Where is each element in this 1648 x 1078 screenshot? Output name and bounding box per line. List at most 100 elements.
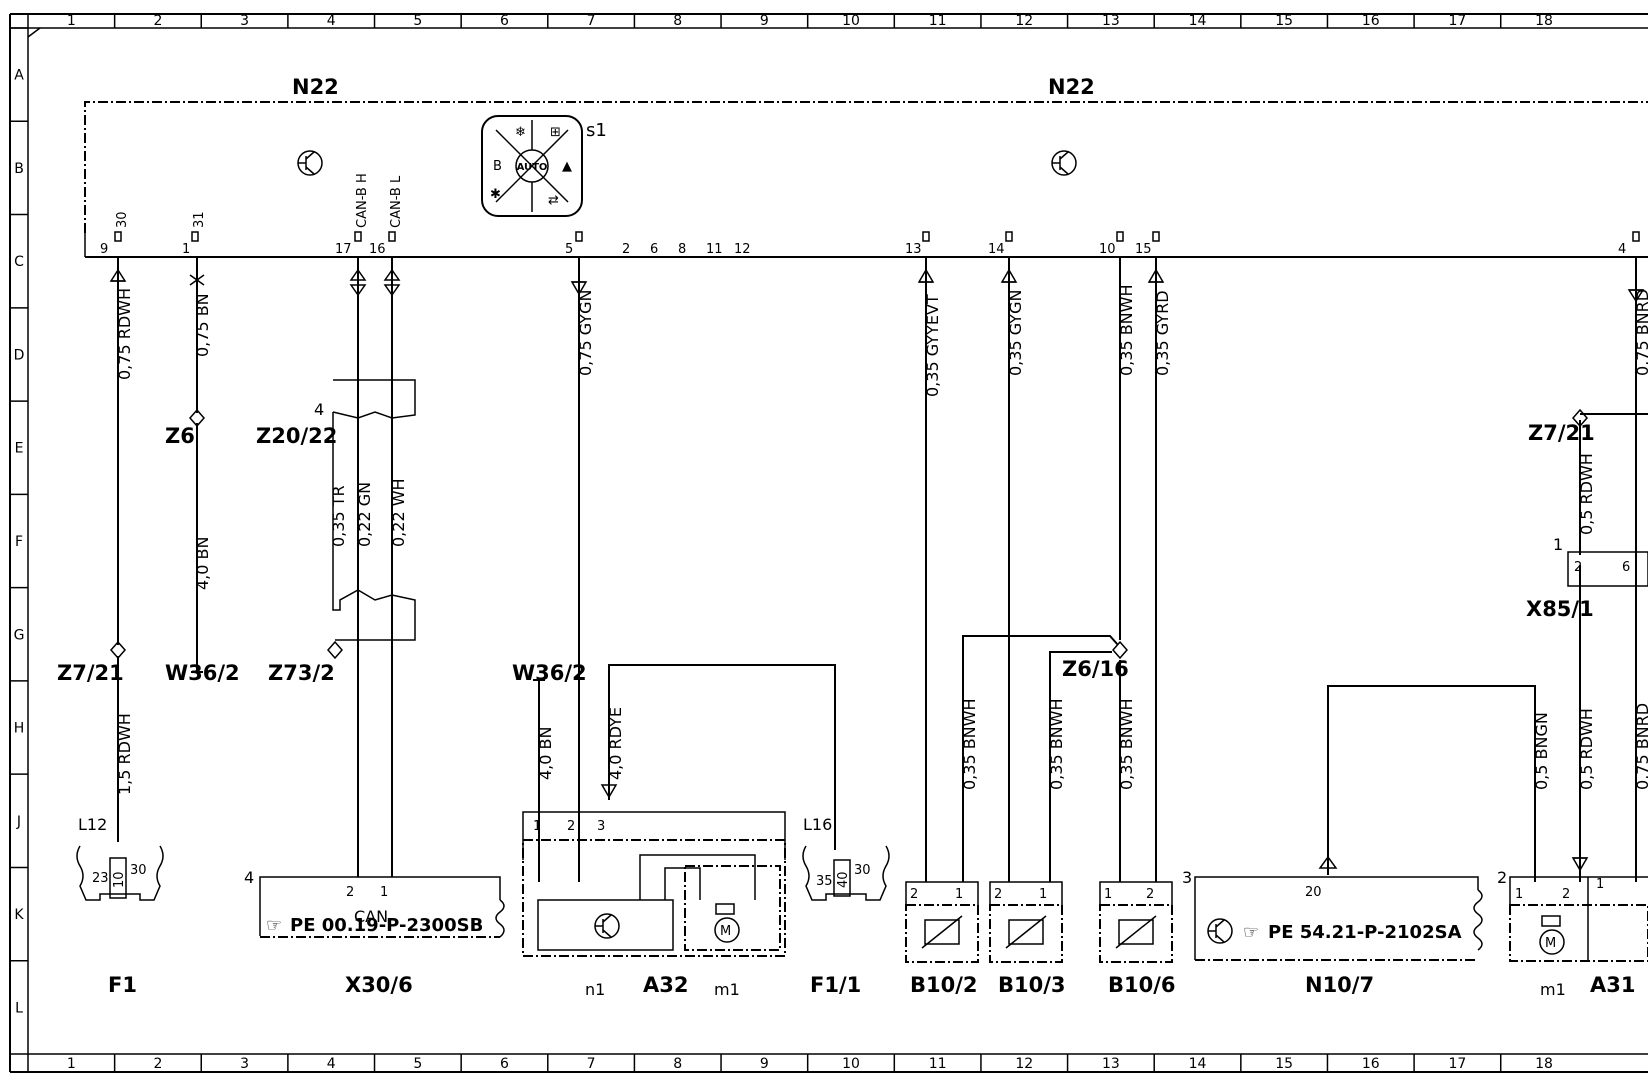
- transistor-icon: [594, 913, 620, 939]
- f1-1-pin-out: 30: [854, 863, 871, 878]
- n22-label-right: N22: [1048, 75, 1095, 99]
- grid-col-label: 5: [413, 1056, 422, 1072]
- pin-15: 15: [1135, 242, 1152, 257]
- grid-col-label: 15: [1275, 1056, 1293, 1072]
- f1-pin-out: 30: [130, 863, 147, 878]
- pin-term-31: 31: [192, 211, 207, 228]
- fan-up-icon: ▲: [562, 159, 572, 174]
- wire-label-a31-2: 0,5 RDWH: [1577, 708, 1596, 790]
- rear-defrost-icon: ⊞: [550, 125, 561, 140]
- pin-term-can-b-l: CAN-B L: [389, 175, 404, 228]
- pin-5: 5: [565, 242, 573, 257]
- pin-13: 13: [905, 242, 922, 257]
- grid-col-label: 13: [1102, 1056, 1120, 1072]
- n22-module: N22 N22 AUTO B ❄ ⊞: [84, 75, 1648, 258]
- grid-col-label: 15: [1275, 13, 1293, 29]
- f1-label: F1: [108, 973, 137, 997]
- wire-label-15: 0,35 GYRD: [1153, 290, 1172, 376]
- wires: [109, 257, 1648, 882]
- reference-hand-icon: ☞: [266, 915, 282, 936]
- pin-17: 17: [335, 242, 352, 257]
- x85-pin2: 2: [1574, 560, 1582, 575]
- grid-col-label: 18: [1535, 13, 1553, 29]
- wire-label-a32-3: 4,0 RDYE: [606, 707, 625, 780]
- b10-6-pin2: 2: [1146, 887, 1154, 902]
- wire-label-9: 0,75 RDWH: [115, 288, 134, 380]
- grid-row-label: B: [14, 161, 24, 177]
- node-z7-21: Z7/21: [57, 661, 124, 685]
- node-z20-22: Z20/22: [256, 424, 337, 448]
- b10-3-pin1: 1: [1039, 887, 1047, 902]
- wire-label-1: 0,75 BN: [193, 293, 212, 357]
- switch-b-label: B: [493, 159, 502, 174]
- component-f1: L12 10 23 30 F1: [76, 815, 164, 997]
- grid-row-label: L: [15, 1000, 23, 1016]
- wire-label-14: 0,35 GYGN: [1006, 290, 1025, 376]
- n10-7-pin20: 20: [1305, 885, 1322, 900]
- pin-2: 2: [622, 242, 630, 257]
- grid-row-label: A: [14, 68, 24, 84]
- wire-label-b106: 0,35 BNWH: [1117, 698, 1136, 790]
- grid-col-label: 8: [673, 13, 682, 29]
- grid-col-label: 16: [1362, 1056, 1380, 1072]
- grid-row-label: G: [14, 627, 25, 643]
- grid-col-label: 6: [500, 13, 509, 29]
- x30-6-label: X30/6: [345, 973, 413, 997]
- node-z73-2: Z73/2: [268, 661, 335, 685]
- fan-down-icon: ✱: [490, 187, 501, 202]
- f1-1-fuse-name: L16: [803, 815, 832, 834]
- grid-row-label: F: [15, 534, 23, 550]
- f1-fuse-name: L12: [78, 815, 107, 834]
- recirculation-icon: ⇄: [548, 193, 559, 208]
- component-f1-1: L16 40 35 30 F1/1: [802, 815, 890, 997]
- wire-labels: 0,75 RDWH 0,75 BN 4,0 BN 0,35 TR 0,22 GN…: [115, 284, 1648, 795]
- pin-9: 9: [100, 242, 108, 257]
- n10-7-corner: 3: [1182, 868, 1192, 887]
- defrost-icon: ❄: [515, 125, 526, 140]
- splice-z6: [189, 408, 205, 428]
- node-w36-2-mid: W36/2: [512, 661, 587, 685]
- wire-label-b103: 0,35 BNWH: [1047, 698, 1066, 790]
- grid-col-label: 16: [1362, 13, 1380, 29]
- b10-2-label: B10/2: [910, 973, 978, 997]
- n10-7-reference: PE 54.21-P-2102SA: [1268, 922, 1462, 943]
- node-z6: Z6: [165, 424, 195, 448]
- diagram-frame: [9, 13, 1648, 1073]
- n10-7-label: N10/7: [1305, 973, 1374, 997]
- switch-s1-label: s1: [586, 120, 607, 141]
- f1-1-label: F1/1: [810, 973, 861, 997]
- grid-col-label: 12: [1015, 1056, 1033, 1072]
- auto-button-label: AUTO: [517, 162, 548, 173]
- grid-col-label: 6: [500, 1056, 509, 1072]
- grid-col-label: 11: [929, 1056, 947, 1072]
- pin-term-can-b-h: CAN-B H: [355, 173, 370, 228]
- grid-col-label: 17: [1448, 1056, 1466, 1072]
- x30-6-corner: 4: [244, 868, 254, 887]
- grid-col-label: 8: [673, 1056, 682, 1072]
- pin-10: 10: [1099, 242, 1116, 257]
- grid-col-label: 2: [153, 1056, 162, 1072]
- grid-col-label: 3: [240, 13, 249, 29]
- wire-label-4: 0,75 BNRD: [1633, 289, 1648, 376]
- a31-pin2: 2: [1562, 887, 1570, 902]
- node-labels: Z6 Z20/22 4 Z7/21 W36/2 Z73/2 W36/2 Z6/1…: [57, 400, 1648, 685]
- splice-z6-16: [1112, 640, 1128, 660]
- b10-2-pin1: 1: [955, 887, 963, 902]
- pin-6: 6: [650, 242, 658, 257]
- motor-icon: M: [1545, 936, 1556, 951]
- wire-label-a32-1: 4,0 BN: [536, 727, 555, 780]
- node-z6-16: Z6/16: [1062, 657, 1129, 681]
- a31-pin1: 1: [1515, 887, 1523, 902]
- wire-label-10: 0,35 BNWH: [1117, 284, 1136, 376]
- component-b10-2: 2 1 B10/2: [905, 881, 979, 997]
- splice-points: [110, 408, 1588, 660]
- node-x85-1-pin1: 1: [1553, 535, 1563, 554]
- component-b10-6: 1 2 B10/6: [1099, 881, 1176, 997]
- grid-row-label: C: [14, 254, 24, 270]
- transistor-icon: [297, 150, 323, 176]
- splice-z7-21-right: [1572, 408, 1588, 428]
- b10-2-pin2: 2: [910, 887, 918, 902]
- transistor-icon: [1051, 150, 1077, 176]
- component-a31: 2 M 1 2 1 m1 A31: [1497, 868, 1648, 999]
